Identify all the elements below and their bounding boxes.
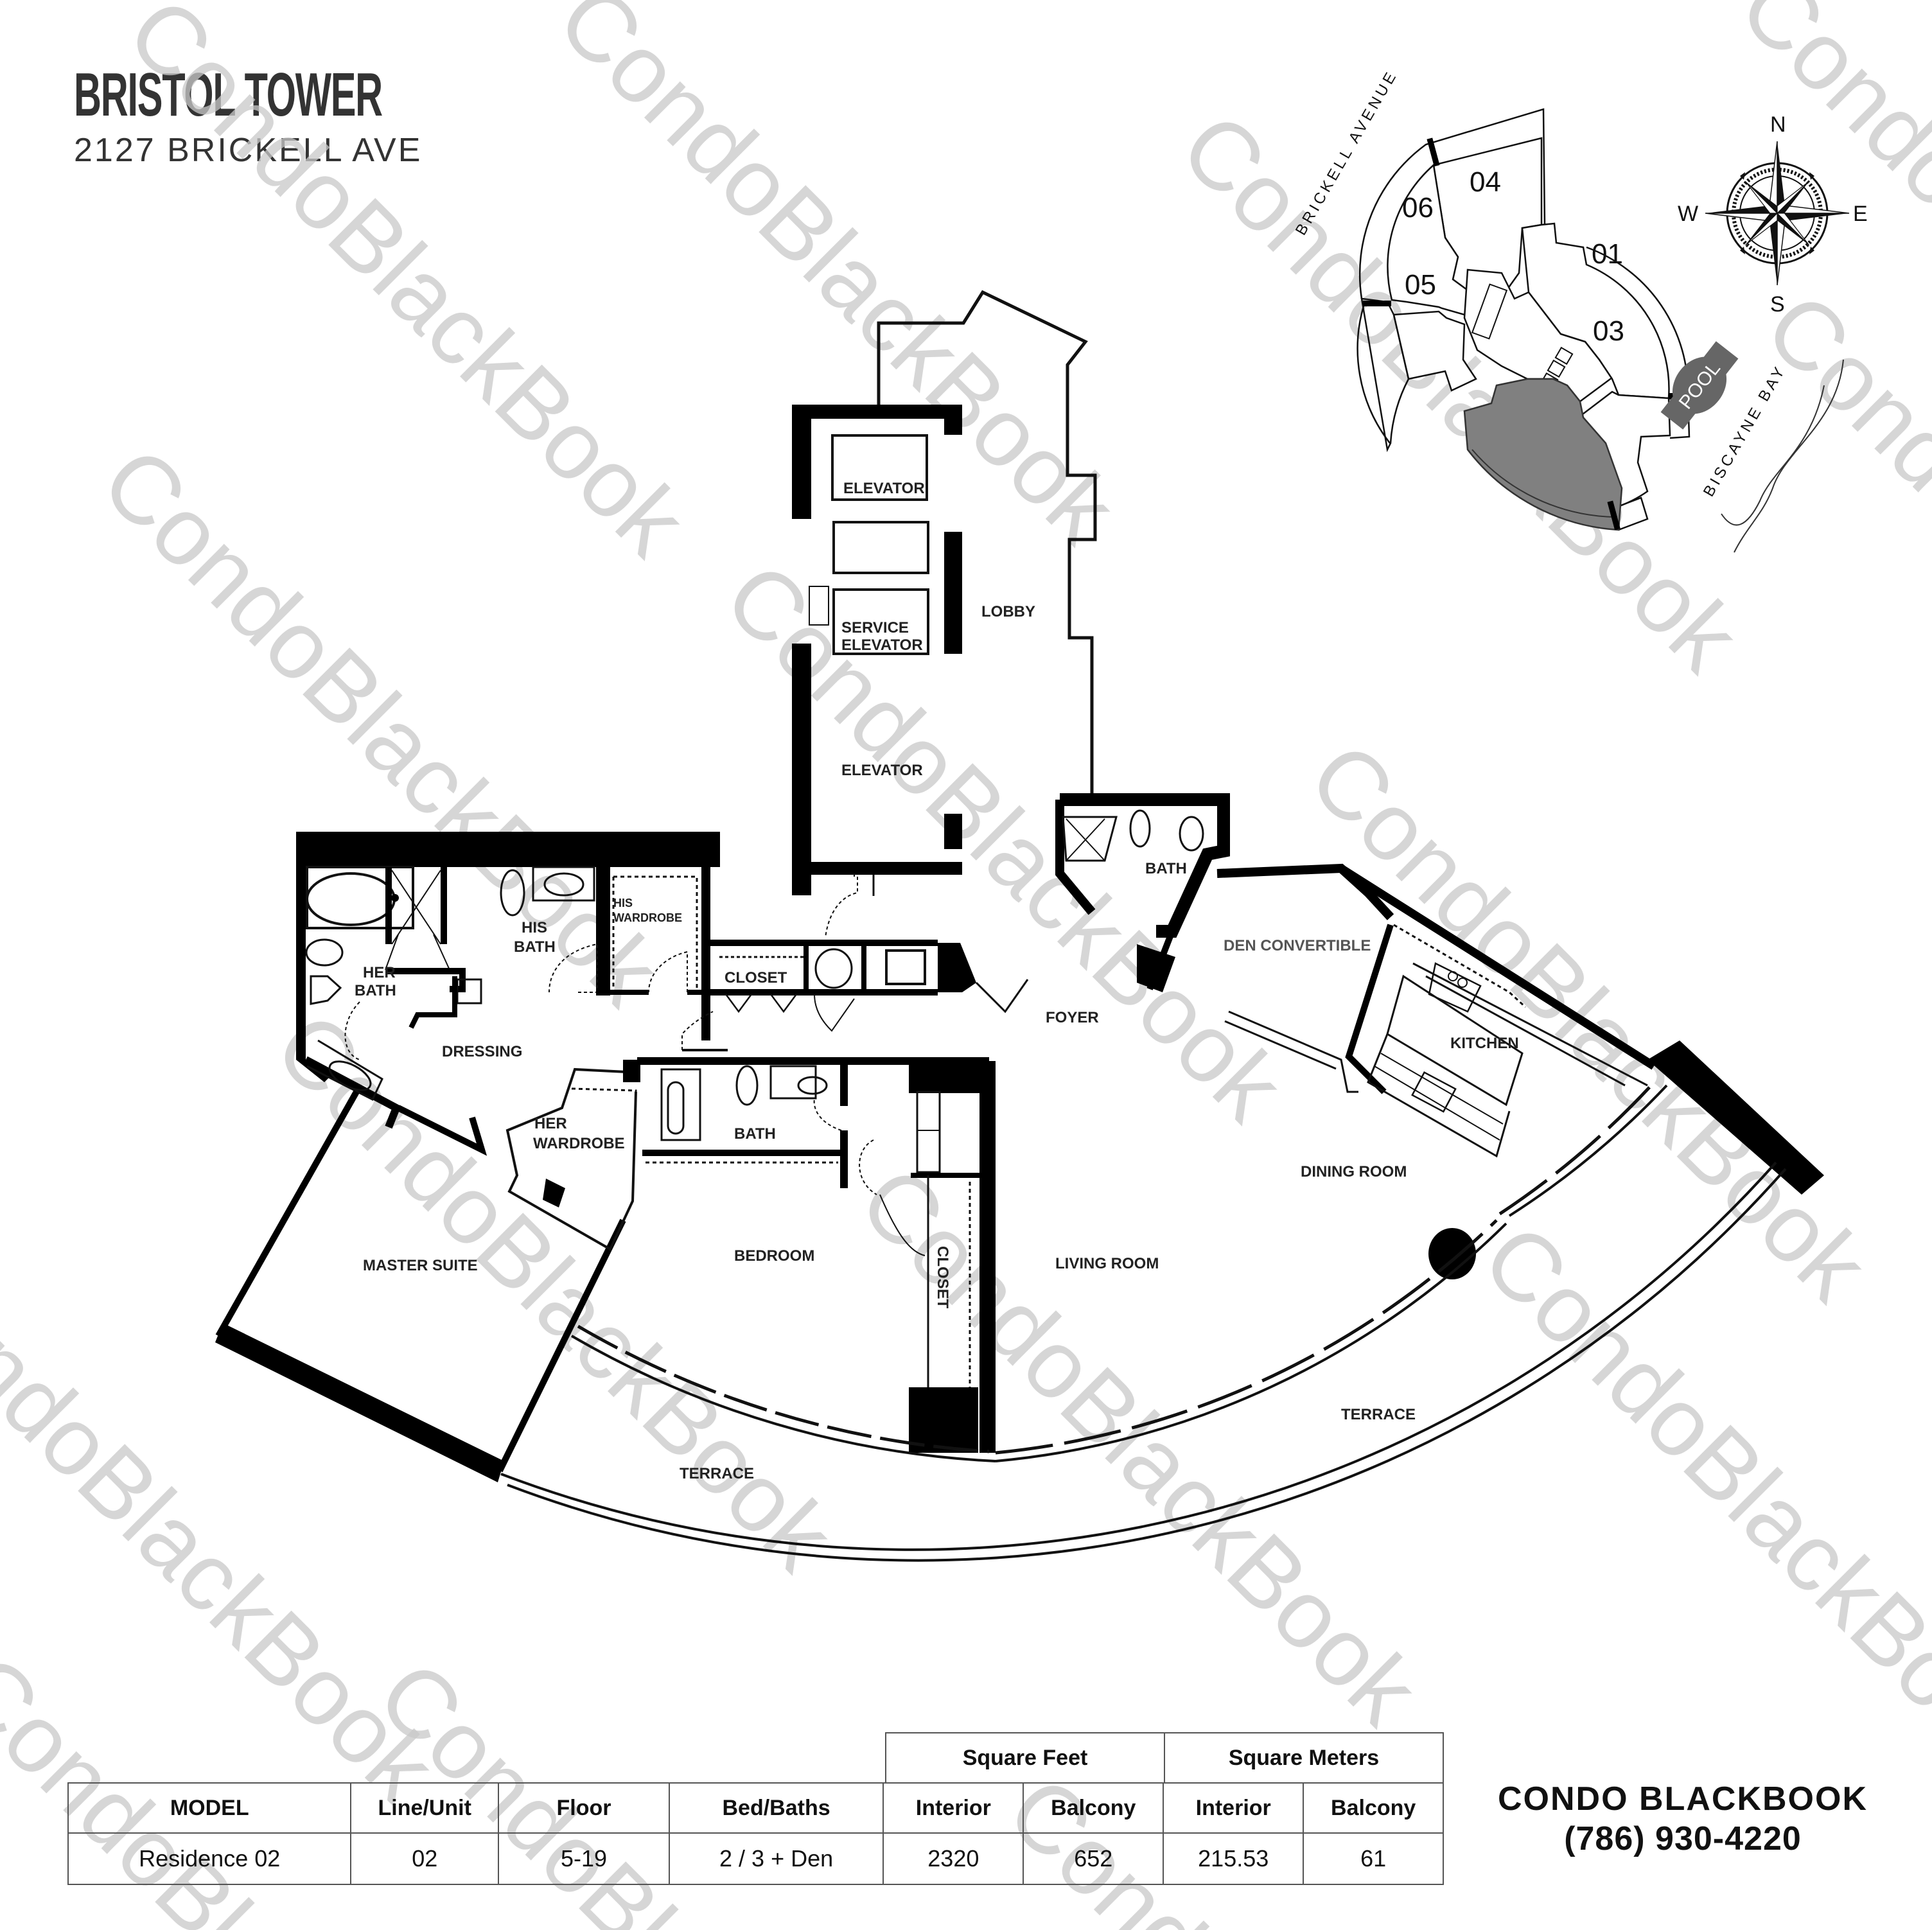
room-label-her-bath: HER [363,964,396,981]
unit-spec-table-main: MODEL Line/Unit Floor Bed/Baths Interior… [67,1782,1444,1885]
room-label-bedroom: BEDROOM [734,1247,814,1265]
building-address: 2127 BRICKELL AVE [74,132,423,169]
key-unit-03-label: 03 [1593,315,1624,347]
room-label-master-suite: MASTER SUITE [363,1257,478,1274]
service-elevator-box [832,521,929,574]
key-unit-02-highlighted [1463,378,1623,531]
cell-model: Residence 02 [67,1832,352,1885]
room-label-service-elevator: SERVICE [841,619,909,636]
table-row: Residence 02 02 5-19 2 / 3 + Den 2320 65… [67,1832,1444,1885]
brand-block: CONDO BLACKBOOK (786) 930-4220 [1471,1779,1895,1859]
room-label-bedroom-closet: CLOSET [934,1246,951,1309]
cell-bed-baths: 2 / 3 + Den [668,1832,884,1885]
room-label-foyer: FOYER [1046,1009,1099,1026]
room-label-powder-bath: BATH [1145,860,1187,877]
key-unit-01 [1521,222,1670,399]
brand-name-part1: CONDO [1498,1780,1629,1818]
room-label-dining-room: DINING ROOM [1301,1163,1407,1180]
key-unit-01-label: 01 [1592,238,1623,270]
room-label-kitchen: KITCHEN [1450,1035,1519,1052]
room-label-terrace: TERRACE [680,1465,754,1482]
room-label-his-bath: HIS [522,919,547,936]
cell-sqm-interior: 215.53 [1163,1832,1304,1885]
key-core [1463,268,1613,403]
building-name: BRISTOL TOWER [74,60,383,129]
room-label-closet: CLOSET [724,969,787,987]
unit-floor-plan: ELEVATOR SERVICE ELEVATOR ELEVATOR LOBBY… [215,290,1824,1562]
brand-name-part2: BLACKBOOK [1639,1780,1868,1818]
room-label-elevator: ELEVATOR [843,480,925,497]
col-header-model: MODEL [67,1782,352,1834]
table-header-row: MODEL Line/Unit Floor Bed/Baths Interior… [67,1782,1444,1834]
elevator-1-box [831,434,928,501]
compass-west: W [1678,202,1698,226]
watermark-text: CondoBlackBook [1462,1204,1932,1803]
cell-floor: 5-19 [498,1832,670,1885]
room-label-his-wardrobe: HIS [613,897,633,909]
room-label-bath: BATH [734,1125,776,1143]
key-unit-04-label: 04 [1470,166,1501,198]
room-label-her-wardrobe: HER [534,1115,567,1132]
key-unit-02-label: 02 [1509,331,1541,363]
key-unit-05 [1392,310,1477,392]
watermark-text: CondoBlackBook [1745,272,1932,872]
brand-name: CONDO BLACKBOOK [1471,1779,1895,1819]
group-header-square-meters: Square Meters [1164,1732,1444,1784]
compass-south: S [1770,292,1785,317]
key-unit-06-label: 06 [1402,192,1434,224]
room-label-his-bath-2: BATH [514,938,556,956]
cell-line-unit: 02 [350,1832,500,1885]
cell-sqm-balcony: 61 [1303,1832,1444,1885]
col-header-sqm-interior: Interior [1163,1782,1304,1834]
room-label-lobby: LOBBY [981,603,1035,620]
room-label-den: DEN CONVERTIBLE [1224,937,1371,954]
col-header-line-unit: Line/Unit [350,1782,500,1834]
key-unit-06 [1387,163,1480,316]
key-unit-05-label: 05 [1405,269,1436,301]
cell-sqft-interior: 2320 [883,1832,1024,1885]
brand-phone[interactable]: (786) 930-4220 [1564,1820,1802,1858]
col-header-sqft-interior: Interior [883,1782,1024,1834]
col-header-bed-baths: Bed/Baths [668,1782,884,1834]
room-label-elevator: ELEVATOR [841,762,923,779]
structural-column [1428,1228,1476,1279]
group-header-square-feet: Square Feet [885,1732,1165,1784]
unit-spec-table: Square Feet Square Meters [885,1732,1444,1784]
room-label-terrace: TERRACE [1341,1406,1416,1423]
compass-east: E [1853,202,1868,226]
elevator-2-box [832,588,929,655]
key-pool: POOL [1660,341,1739,430]
room-label-dressing: DRESSING [442,1043,522,1060]
room-label-her-wardrobe-2: WARDROBE [533,1135,625,1152]
room-label-service-elevator-2: ELEVATOR [841,636,923,654]
room-label-living-room: LIVING ROOM [1055,1255,1159,1272]
col-header-sqft-balcony: Balcony [1023,1782,1164,1834]
compass-north: N [1770,112,1786,137]
cell-sqft-balcony: 652 [1023,1832,1164,1885]
col-header-sqm-balcony: Balcony [1303,1782,1444,1834]
room-label-his-wardrobe-2: WARDROBE [613,911,682,924]
compass-icon: N S E W [1678,112,1868,317]
room-label-her-bath-2: BATH [355,982,396,999]
col-header-floor: Floor [498,1782,670,1834]
